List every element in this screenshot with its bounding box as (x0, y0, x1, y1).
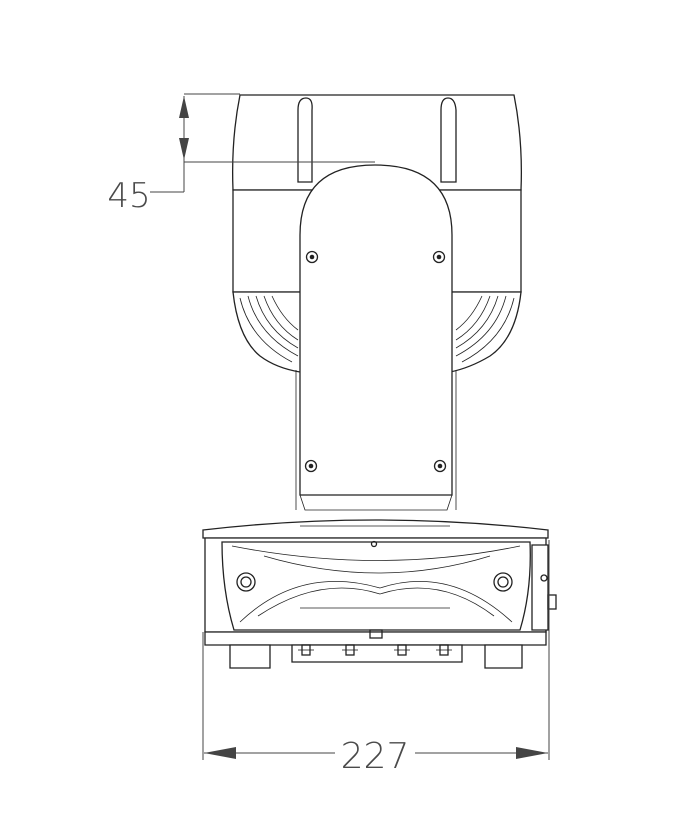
height-dimension-label: 45 (107, 176, 150, 216)
width-dimension: 227 (202, 540, 550, 777)
screw-icon (304, 459, 318, 473)
knob-icon (493, 572, 513, 592)
base-unit (202, 519, 557, 669)
width-dimension-label: 227 (341, 736, 410, 777)
screw-icon (305, 250, 319, 264)
clamp-bolt-icon (342, 644, 358, 656)
yoke-arm (295, 164, 457, 511)
clamp-bolt-icon (436, 644, 452, 656)
height-dimension: 45 (107, 93, 375, 216)
clamp-bolt-icon (298, 644, 314, 656)
clamp-bolt-icon (394, 644, 410, 656)
screw-icon (432, 250, 446, 264)
screw-icon (433, 459, 447, 473)
knob-icon (236, 572, 256, 592)
